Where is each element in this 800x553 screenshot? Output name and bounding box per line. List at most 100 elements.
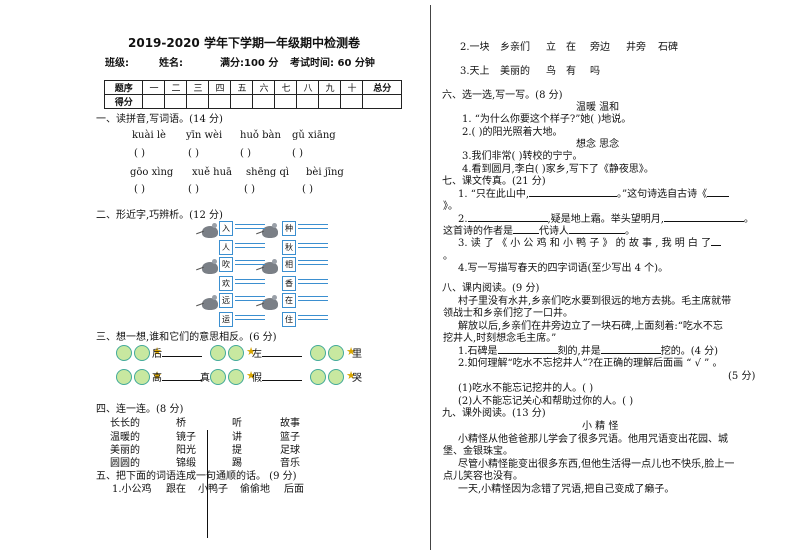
write-lines[interactable] (298, 260, 328, 273)
answer-blank[interactable] (262, 356, 302, 357)
answer-blank[interactable] (529, 196, 618, 197)
q9-passage: 尽管小精怪能变出很多东西,但他生活得一点儿也不快乐,脸上一 (458, 459, 735, 470)
antonym-item: 真 (200, 373, 210, 384)
score-input-cell[interactable] (296, 94, 320, 109)
score-input-cell[interactable] (318, 94, 342, 109)
q7-item-2-author: 这首诗的作者是代诗人。 (443, 226, 635, 237)
score-input-cell[interactable] (208, 94, 232, 109)
antonym-item: 高 (152, 373, 202, 386)
q9-passage: 点儿笑容也没有。 (443, 471, 523, 482)
q1-title: 一、读拼音,写词语。(14 分) (96, 114, 223, 125)
match-word[interactable]: 镜子 (176, 432, 196, 443)
score-cell: 九 (318, 80, 342, 95)
exam-title: 2019-2020 学年下学期一年级期中检测卷 (128, 36, 360, 50)
answer-paren[interactable]: ( ) (240, 148, 251, 159)
q7-title: 七、课文传真。(21 分) (442, 176, 546, 187)
write-lines[interactable] (235, 224, 265, 237)
q6-sentence: 1. “为什么你要这个样子?”她( )地说。 (462, 114, 632, 125)
q7-item-2: 2.,疑是地上霜。举头望明月,。 (458, 214, 754, 225)
answer-paren[interactable]: ( ) (134, 148, 145, 159)
match-word[interactable]: 温暖的 (110, 432, 140, 443)
match-word[interactable]: 阳光 (176, 445, 196, 456)
q8-option[interactable]: (2)人不能忘记关心和帮助过你的人。( ) (458, 396, 634, 407)
q8-passage: 领战士和乡亲们挖了一口井。 (443, 308, 573, 319)
sentence-word: 后面 (284, 484, 304, 495)
write-lines[interactable] (235, 279, 265, 292)
word-choices: 温暖 温和 (576, 102, 620, 113)
answer-blank[interactable] (711, 245, 722, 246)
q8-item-2-score: (5 分) (728, 371, 756, 382)
q3-title: 三、想一想,谁和它们的意思相反。(6 分) (96, 332, 277, 343)
write-lines[interactable] (298, 279, 328, 292)
answer-paren[interactable]: ( ) (244, 184, 255, 195)
score-input-cell[interactable] (274, 94, 298, 109)
match-word[interactable]: 提 (232, 445, 242, 456)
answer-blank[interactable] (467, 221, 548, 222)
match-word[interactable]: 桥 (176, 418, 186, 429)
pinyin: bèi jīng (306, 167, 344, 178)
answer-blank[interactable] (600, 353, 661, 354)
write-lines[interactable] (235, 260, 265, 273)
match-word[interactable]: 圆圆的 (110, 458, 140, 469)
q5-title: 五、把下面的词语连成一句通顺的话。 (9 分) (96, 471, 297, 482)
pinyin: yīn wèi (186, 130, 223, 141)
q9-passage: 小精怪从他爸爸那儿学会了很多咒语。他用咒语变出花园、城 (458, 434, 728, 445)
match-word[interactable]: 长长的 (110, 418, 140, 429)
match-word[interactable]: 讲 (232, 432, 242, 443)
match-word[interactable]: 听 (232, 418, 242, 429)
score-cell: 十 (340, 80, 364, 95)
q8-option[interactable]: (1)吃水不能忘记挖井的人。( ) (458, 383, 594, 394)
score-cell: 二 (164, 80, 188, 95)
write-lines[interactable] (298, 296, 328, 309)
char-box: 相 (282, 257, 296, 272)
answer-blank[interactable] (663, 221, 744, 222)
match-word[interactable]: 音乐 (280, 458, 300, 469)
match-word[interactable]: 足球 (280, 445, 300, 456)
answer-blank[interactable] (497, 353, 558, 354)
sentence-word: 美丽的 (500, 66, 530, 77)
answer-blank[interactable] (707, 196, 730, 197)
answer-paren[interactable]: ( ) (188, 184, 199, 195)
match-word[interactable]: 美丽的 (110, 445, 140, 456)
answer-paren[interactable]: ( ) (302, 184, 313, 195)
q4-title: 四、连一连。(8 分) (96, 404, 184, 415)
answer-blank[interactable] (569, 233, 625, 234)
sentence-word: 乡亲们 (500, 42, 530, 53)
sentence-word: 跟在 (166, 484, 186, 495)
write-lines[interactable] (235, 315, 265, 328)
answer-blank[interactable] (262, 380, 302, 381)
score-input-cell[interactable] (252, 94, 276, 109)
write-lines[interactable] (298, 315, 328, 328)
score-input-cell[interactable] (164, 94, 188, 109)
answer-blank[interactable] (513, 233, 539, 234)
score-input-cell[interactable] (340, 94, 364, 109)
answer-paren[interactable]: ( ) (134, 184, 145, 195)
divider-line (207, 430, 208, 538)
antonym-item: 里 (352, 349, 362, 360)
score-input-cell[interactable] (362, 94, 402, 109)
score-input-cell[interactable] (142, 94, 166, 109)
answer-paren[interactable]: ( ) (188, 148, 199, 159)
write-lines[interactable] (298, 224, 328, 237)
char-box: 秋 (282, 240, 296, 255)
q6-sentence: 4.看到圆月,李白( )家乡,写下了《静夜思》。 (462, 164, 654, 175)
write-lines[interactable] (235, 296, 265, 309)
q9-passage: 堡、金银珠宝。 (443, 446, 513, 457)
score-cell: 六 (252, 80, 276, 95)
score-table-header-row: 题序 一 二 三 四 五 六 七 八 九 十 总分 (103, 80, 402, 95)
answer-blank[interactable] (162, 380, 202, 381)
q8-item-1: 1.石碑是刻的,井是挖的。(4 分) (458, 346, 719, 357)
match-word[interactable]: 踢 (232, 458, 242, 469)
answer-blank[interactable] (162, 356, 202, 357)
score-input-cell[interactable] (186, 94, 210, 109)
write-lines[interactable] (235, 243, 265, 256)
sentence-word: 井旁 (626, 42, 646, 53)
answer-paren[interactable]: ( ) (292, 148, 303, 159)
match-word[interactable]: 篮子 (280, 432, 300, 443)
pinyin: kuài lè (132, 130, 166, 141)
score-input-cell[interactable] (230, 94, 254, 109)
match-word[interactable]: 故事 (280, 418, 300, 429)
write-lines[interactable] (298, 243, 328, 256)
char-box: 香 (282, 276, 296, 291)
match-word[interactable]: 锦缎 (176, 458, 196, 469)
